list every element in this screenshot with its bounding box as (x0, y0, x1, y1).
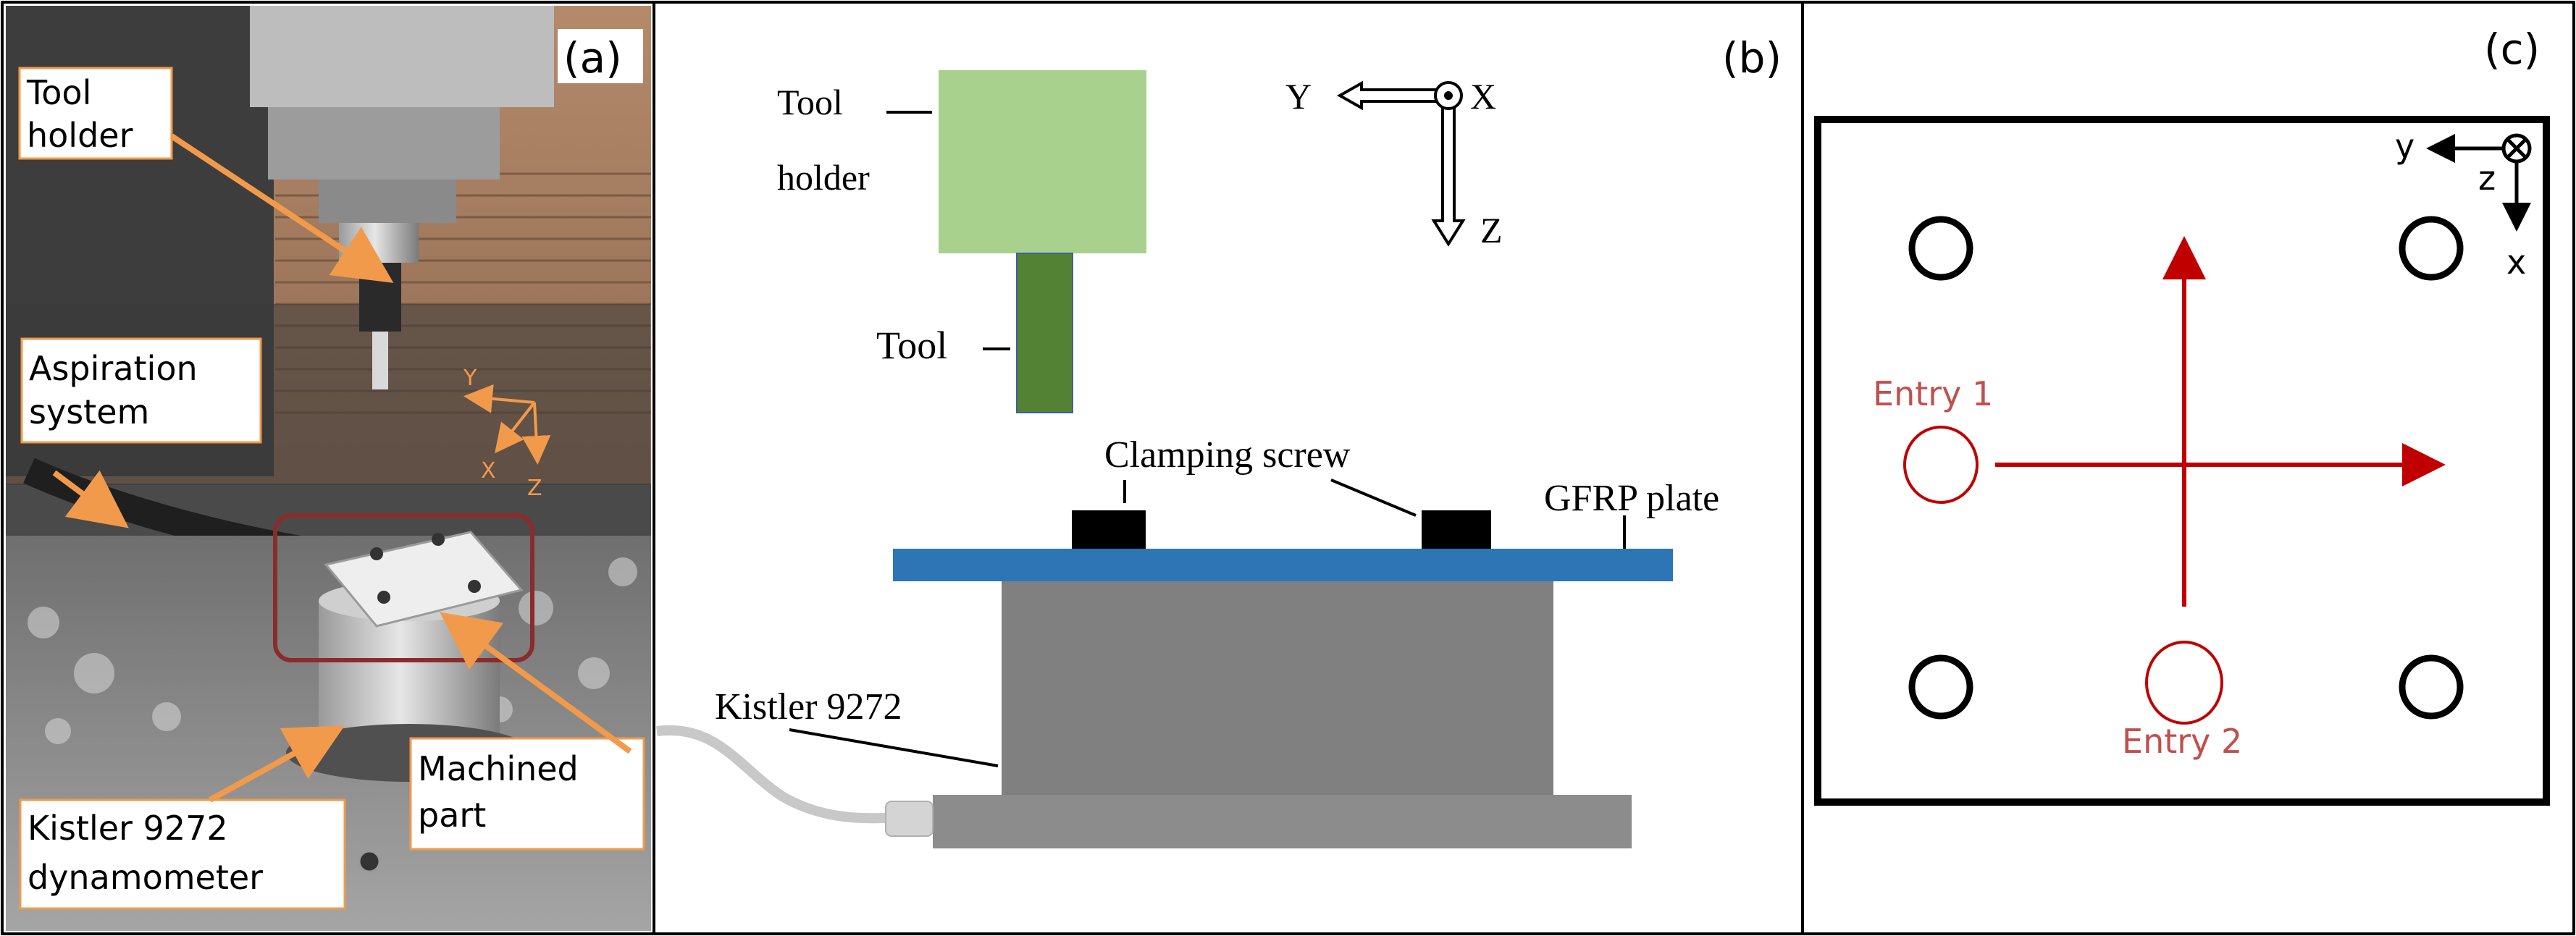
axes-a (463, 384, 551, 465)
panel-b-tag: (b) (1722, 33, 1782, 83)
label-entry-1: Entry 1 (1873, 374, 1993, 413)
tool-holder-block (939, 70, 1146, 253)
arrow-tool-holder-a (169, 133, 394, 283)
axis-c-y: y (2395, 127, 2415, 166)
hole-top-right (2399, 216, 2464, 281)
dynamometer-body (1002, 581, 1553, 798)
panel-c-tag: (c) (2484, 25, 2540, 74)
label-tool-holder-b-line1: Tool (777, 82, 843, 122)
label-machined-part: Machined part (409, 737, 645, 851)
cable-connector (885, 801, 934, 837)
axes-c (2426, 133, 2532, 232)
label-dynamometer: Kistler 9272 dynamometer (19, 798, 346, 910)
label-tool-holder-a: Tool holder (18, 67, 173, 160)
axes-b (1336, 80, 1466, 247)
arrow-machined-part (440, 612, 632, 754)
label-gfrp-plate: GFRP plate (1544, 478, 1719, 519)
hole-top-left (1908, 216, 1973, 281)
plate-outline-c (1814, 116, 2550, 806)
leader-clamp-right (1330, 478, 1417, 517)
label-aspiration-line1: Aspiration (29, 349, 198, 388)
panel-a-tag: (a) (563, 33, 622, 83)
label-tool-holder-b-line2: holder (777, 157, 870, 198)
axis-b-z: Z (1480, 210, 1503, 250)
label-machined-line1: Machined (418, 749, 579, 788)
label-aspiration-system: Aspiration system (20, 337, 262, 444)
axis-a-x: X (481, 458, 496, 484)
label-kistler-b: Kistler 9272 (715, 686, 902, 728)
tool-block (1016, 253, 1073, 413)
hole-bottom-right (2399, 654, 2464, 720)
dynamometer-cable (656, 725, 888, 824)
axis-a-y: Y (463, 366, 477, 391)
machined-part-highlight (273, 513, 534, 662)
label-tool-holder-a-line2: holder (27, 116, 133, 155)
label-tool-holder-a-line1: Tool (26, 73, 91, 112)
label-machined-line2: part (418, 796, 486, 835)
entry-2-circle (2145, 641, 2223, 725)
axis-c-x: x (2506, 243, 2526, 282)
axis-c-z: z (2478, 159, 2496, 198)
arrow-aspiration (52, 470, 129, 528)
dynamometer-base (933, 795, 1632, 848)
label-dynamometer-line2: dynamometer (28, 858, 263, 897)
label-tool: Tool (876, 324, 947, 367)
gfrp-plate (893, 549, 1673, 581)
clamping-screw-right (1422, 510, 1491, 551)
entry-1-circle (1903, 426, 1979, 504)
clamping-screw-left (1072, 510, 1146, 551)
axis-b-x: X (1470, 76, 1496, 117)
axis-a-z: Z (527, 476, 542, 501)
label-dynamometer-line1: Kistler 9272 (28, 809, 228, 848)
label-entry-2: Entry 2 (2122, 722, 2242, 761)
leader-kistler-b (789, 728, 999, 767)
hole-bottom-left (1908, 654, 1973, 720)
arrow-dynamometer (209, 725, 345, 803)
label-clamping-screw: Clamping screw (1104, 434, 1351, 476)
label-aspiration-line2: system (29, 392, 149, 431)
axis-b-y: Y (1285, 76, 1312, 117)
